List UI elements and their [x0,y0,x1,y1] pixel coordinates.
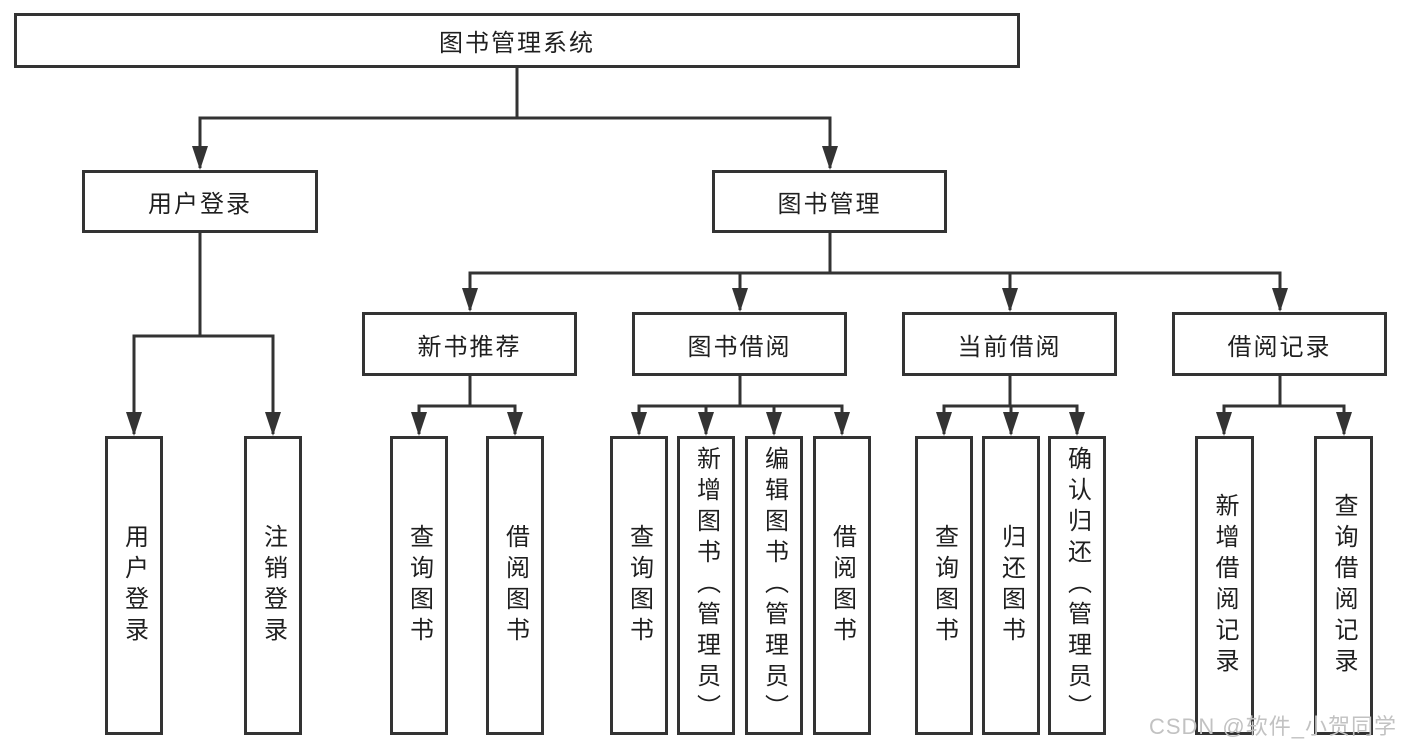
node-add-borrow-record: 新增借阅记录 [1195,436,1254,735]
node-edit-book-admin-label: 编辑图书（管理员） [760,446,788,725]
node-new-book-recommend: 新书推荐 [362,312,577,376]
node-add-book-admin-label: 新增图书（管理员） [692,446,720,725]
node-borrow-books-2-label: 借阅图书 [828,523,856,648]
node-borrow-books-1: 借阅图书 [486,436,544,735]
node-confirm-return-admin-label: 确认归还（管理员） [1063,446,1091,725]
node-return-book-label: 归还图书 [997,523,1025,648]
node-book-borrow: 图书借阅 [632,312,847,376]
node-user-login-leaf-label: 用户登录 [120,523,148,648]
arrowheads [126,146,1352,436]
node-logout-leaf: 注销登录 [244,436,302,735]
node-query-books-3-label: 查询图书 [930,523,958,648]
watermark: CSDN @软件_小贺同学 [1148,714,1397,739]
node-query-borrow-record-label: 查询借阅记录 [1330,492,1357,679]
node-book-borrow-label: 图书借阅 [687,333,792,361]
node-user-login-leaf: 用户登录 [105,436,163,735]
node-user-login: 用户登录 [82,170,318,233]
node-query-books-1: 查询图书 [390,436,448,735]
node-query-books-3: 查询图书 [915,436,973,735]
node-borrow-books-2: 借阅图书 [813,436,871,735]
node-query-borrow-record: 查询借阅记录 [1314,436,1373,735]
node-current-borrow-label: 当前借阅 [957,333,1062,361]
node-edit-book-admin: 编辑图书（管理员） [745,436,803,735]
node-library-system-label: 图书管理系统 [439,30,595,57]
node-book-management-label: 图书管理 [777,191,882,218]
node-query-books-2: 查询图书 [610,436,668,735]
node-return-book: 归还图书 [982,436,1040,735]
node-add-borrow-record-label: 新增借阅记录 [1211,492,1238,679]
node-confirm-return-admin: 确认归还（管理员） [1048,436,1106,735]
node-query-books-1-label: 查询图书 [405,523,433,648]
node-current-borrow: 当前借阅 [902,312,1117,376]
node-query-books-2-label: 查询图书 [625,523,653,648]
node-library-system: 图书管理系统 [14,13,1020,68]
node-new-book-recommend-label: 新书推荐 [417,333,522,361]
node-user-login-label: 用户登录 [148,191,252,218]
node-logout-leaf-label: 注销登录 [259,523,287,648]
node-book-management: 图书管理 [712,170,947,233]
node-borrow-books-1-label: 借阅图书 [501,523,529,648]
node-borrow-records: 借阅记录 [1172,312,1387,376]
node-borrow-records-label: 借阅记录 [1227,333,1332,361]
node-add-book-admin: 新增图书（管理员） [677,436,735,735]
